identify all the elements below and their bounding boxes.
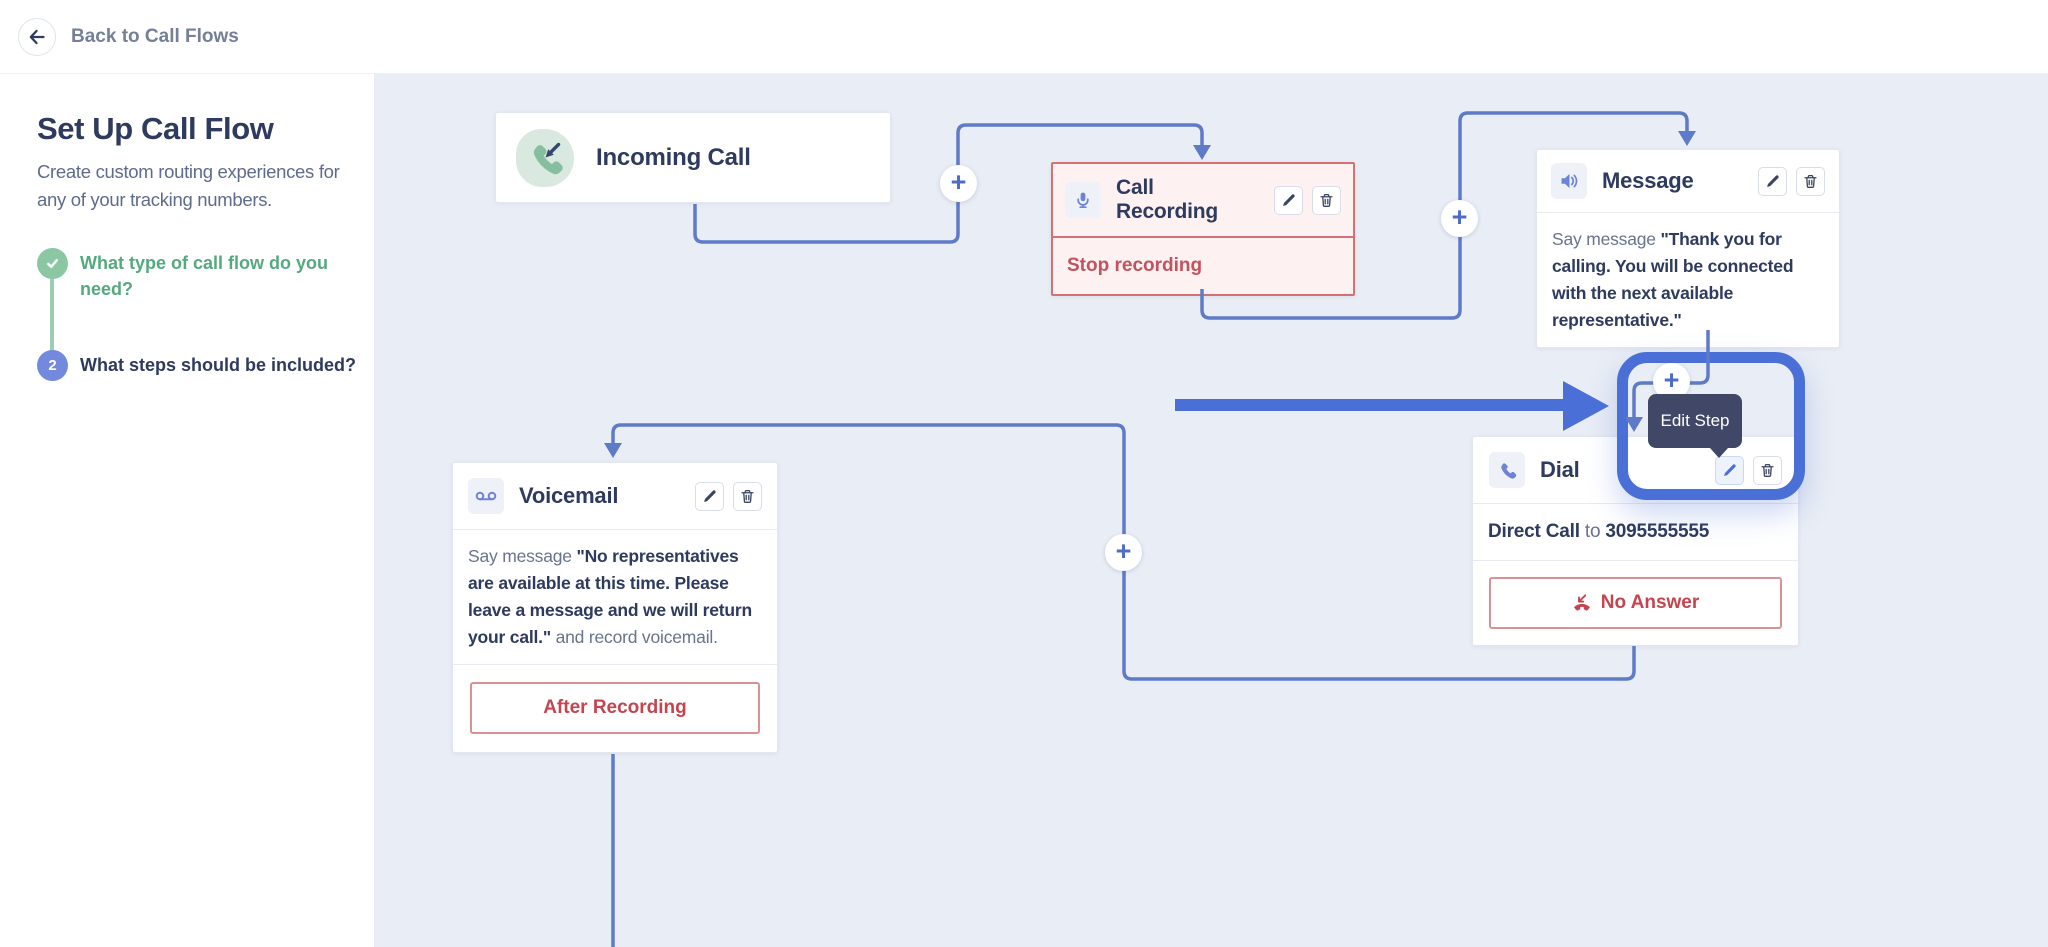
outcome-label: After Recording xyxy=(543,697,687,718)
edit-step-button[interactable] xyxy=(1715,455,1744,485)
voicemail-icon xyxy=(468,478,504,514)
plus-icon: + xyxy=(1115,535,1132,566)
speaker-icon xyxy=(1551,163,1587,199)
step-number-badge: 2 xyxy=(37,350,68,381)
route-type: Direct Call xyxy=(1488,521,1580,542)
recording-action-label[interactable]: Stop recording xyxy=(1053,236,1353,294)
pencil-icon xyxy=(1283,193,1295,206)
node-title: Voicemail xyxy=(519,483,619,508)
plus-icon: + xyxy=(950,166,967,197)
back-button[interactable] xyxy=(18,17,56,56)
microphone-icon xyxy=(1065,182,1101,218)
node-call-recording[interactable]: Call Recording Stop recording xyxy=(1051,162,1355,296)
progress-step-call-flow-type[interactable]: What type of call flow do you need? xyxy=(37,248,344,302)
check-icon xyxy=(47,258,59,269)
pencil-icon xyxy=(704,489,716,502)
delete-step-button[interactable] xyxy=(1796,166,1825,196)
page-description: Create custom routing experiences for an… xyxy=(37,161,340,210)
trash-icon xyxy=(1804,174,1817,188)
phone-icon xyxy=(1489,452,1525,488)
message-body: Say message "Thank you for calling. You … xyxy=(1537,212,1839,347)
add-step-button[interactable]: + xyxy=(1441,200,1478,237)
edit-step-button[interactable] xyxy=(1758,166,1787,196)
node-voicemail[interactable]: Voicemail Say message "No representative… xyxy=(452,462,778,753)
say-message-prefix: Say message xyxy=(1552,229,1656,249)
add-step-button[interactable]: + xyxy=(1105,534,1142,571)
pencil-icon xyxy=(1724,463,1736,476)
route-number: 3095555555 xyxy=(1605,521,1710,542)
node-title: Message xyxy=(1602,168,1694,193)
setup-progress: What type of call flow do you need? 2 Wh… xyxy=(37,248,356,381)
node-message[interactable]: Message Say message "Thank you for calli… xyxy=(1536,149,1840,348)
node-title: Dial xyxy=(1540,457,1580,482)
outcome-label: No Answer xyxy=(1600,592,1700,613)
step-label: What type of call flow do you need? xyxy=(80,253,329,299)
node-title: Call Recording xyxy=(1116,176,1219,223)
delete-step-button[interactable] xyxy=(1312,185,1341,215)
back-arrow-icon xyxy=(29,29,45,44)
edit-step-tooltip: Edit Step xyxy=(1648,394,1742,458)
voicemail-body: Say message "No representatives are avai… xyxy=(453,529,777,664)
setup-sidebar: Set Up Call Flow Create custom routing e… xyxy=(0,74,375,947)
step-complete-badge xyxy=(37,248,68,279)
edit-step-button[interactable] xyxy=(1274,185,1303,215)
page-title: Set Up Call Flow xyxy=(37,111,274,146)
after-recording-outcome-button[interactable]: After Recording xyxy=(470,682,760,734)
route-connector: to xyxy=(1584,521,1601,542)
add-step-button[interactable]: + xyxy=(940,165,977,202)
dial-route: Direct Call to 3095555555 xyxy=(1473,503,1798,560)
trash-icon xyxy=(1761,463,1774,477)
node-incoming-call[interactable]: Incoming Call xyxy=(495,112,891,203)
no-answer-outcome-button[interactable]: No Answer xyxy=(1489,577,1782,629)
incoming-call-icon xyxy=(516,128,574,187)
topbar: Back to Call Flows xyxy=(0,0,2048,74)
plus-icon: + xyxy=(1451,201,1468,232)
back-label: Back to Call Flows xyxy=(71,25,239,47)
delete-step-button[interactable] xyxy=(733,481,762,511)
progress-connector-line xyxy=(50,278,54,353)
trash-icon xyxy=(1320,193,1333,207)
voicemail-suffix: and record voicemail. xyxy=(555,627,718,647)
progress-step-included-steps[interactable]: 2 What steps should be included? xyxy=(37,350,356,381)
plus-icon: + xyxy=(1663,364,1680,395)
say-message-prefix: Say message xyxy=(468,546,572,566)
step-label: What steps should be included? xyxy=(80,355,357,375)
edit-step-button[interactable] xyxy=(695,481,724,511)
pencil-icon xyxy=(1767,174,1779,187)
node-title: Incoming Call xyxy=(596,143,751,171)
trash-icon xyxy=(741,489,754,503)
missed-call-icon xyxy=(1573,594,1590,611)
